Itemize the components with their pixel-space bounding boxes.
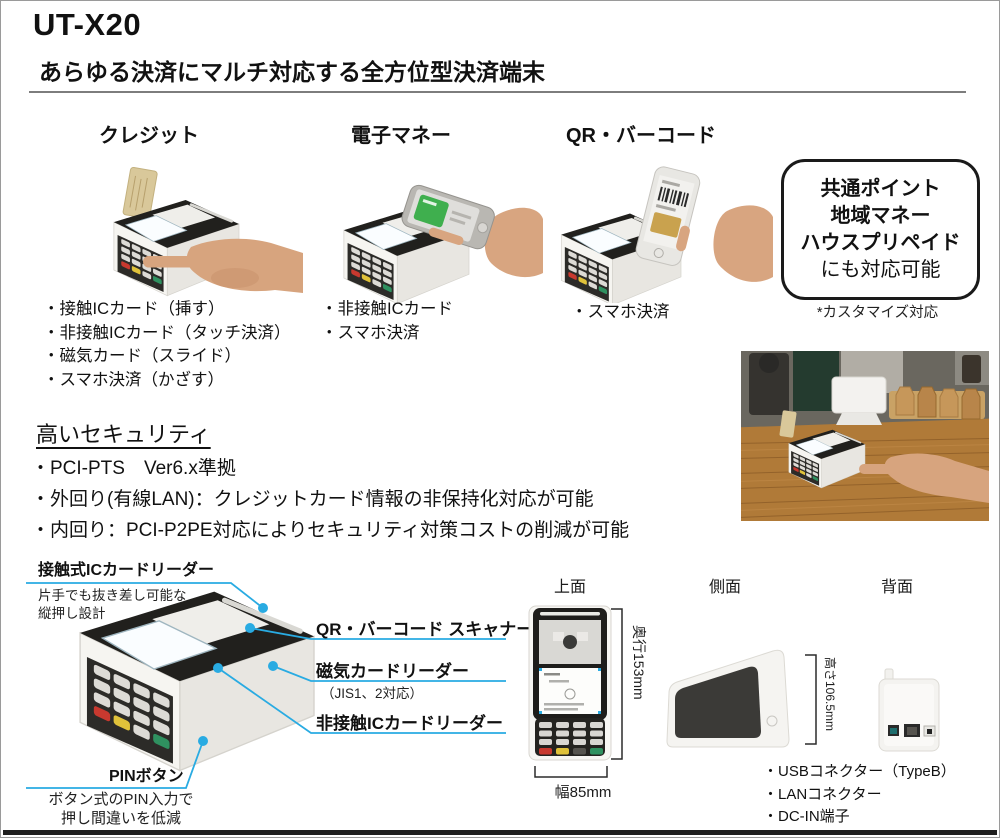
credit-column-header: クレジット	[99, 125, 199, 147]
back-view-label: 背面	[881, 579, 914, 596]
header-rule	[29, 91, 966, 93]
feature-diagram	[26, 582, 506, 789]
pin-button-label: PINボタン	[109, 768, 184, 785]
note-line: 片手でも抜き差し可能な	[38, 588, 187, 603]
page-title: UT-X20	[33, 7, 142, 42]
support-box: 共通ポイント 地域マネー ハウスプリペイド にも対応可能	[781, 159, 980, 300]
emoney-feature-list: ・非接触ICカード ・スマホ決済	[321, 298, 453, 345]
list-item: ・スマホ決済	[321, 323, 420, 342]
list-item: ・LANコネクター	[763, 785, 882, 803]
contactless-reader-label: 非接触ICカードリーダー	[316, 714, 503, 733]
list-item: ・非接触ICカード（タッチ決済）	[43, 323, 291, 342]
security-list: ・PCI-PTS Ver6.x準拠 ・外回り(有線LAN)：クレジットカード情報…	[31, 453, 629, 546]
list-item: ・PCI-PTS Ver6.x準拠	[31, 458, 236, 479]
list-item: ・USBコネクター（TypeB）	[763, 763, 956, 780]
contact-ic-reader-note: 片手でも抜き差し可能な 縦押し設計	[38, 587, 187, 623]
note-line: 縦押し設計	[38, 606, 106, 621]
callout-dots	[198, 603, 278, 746]
customize-note: *カスタマイズ対応	[816, 305, 939, 321]
emoney-column-header: 電子マネー	[351, 125, 451, 147]
back-view-drawing	[878, 668, 940, 752]
list-item: ・磁気カード（スライド）	[43, 347, 241, 365]
height-dimension: 高さ106.5mm	[823, 657, 837, 732]
mag-reader-label: 磁気カードリーダー	[316, 662, 469, 681]
note-line: 押し間違いを低減	[60, 810, 181, 827]
credit-terminal-illustration	[112, 166, 303, 298]
pin-button-note: ボタン式のPIN入力で 押し間違いを低減	[41, 790, 201, 828]
support-box-line2: 地域マネー	[830, 204, 931, 227]
qr-terminal-illustration	[560, 166, 773, 303]
support-box-line1: 共通ポイント	[820, 177, 941, 200]
list-item: ・DC-IN端子	[763, 808, 850, 825]
mag-reader-note: （JIS1、2対応）	[321, 686, 424, 701]
support-box-line3: ハウスプリペイド	[800, 231, 961, 254]
credit-feature-list: ・接触ICカード（挿す） ・非接触ICカード（タッチ決済） ・磁気カード（スライ…	[43, 298, 291, 392]
cafe-photo	[741, 351, 989, 521]
list-item: ・接触ICカード（挿す）	[43, 300, 225, 318]
depth-dimension: 奥行153mm	[631, 625, 647, 700]
list-item: ・スマホ決済	[571, 303, 670, 321]
contact-ic-reader-label: 接触式ICカードリーダー	[38, 562, 215, 579]
note-line: ボタン式のPIN入力で	[48, 791, 194, 808]
list-item: ・外回り(有線LAN)：クレジットカード情報の非保持化対応が可能	[31, 489, 594, 510]
list-item: ・非接触ICカード	[321, 300, 453, 318]
top-view-label: 上面	[554, 579, 587, 596]
emoney-terminal-illustration	[342, 184, 543, 303]
qr-column-header: QR・バーコード	[566, 125, 716, 147]
side-view-label: 側面	[709, 579, 742, 596]
qr-feature-list: ・スマホ決済	[571, 301, 670, 325]
qr-scanner-label: QR・バーコード スキャナー	[316, 620, 534, 639]
list-item: ・内回り：PCI-P2PE対応によりセキュリティ対策コストの削減が可能	[31, 520, 630, 541]
footer-rule	[3, 830, 997, 835]
connector-list: ・USBコネクター（TypeB） ・LANコネクター ・DC-IN端子	[763, 761, 956, 829]
top-view-drawing	[528, 605, 623, 778]
width-dimension: 幅85mm	[554, 784, 612, 801]
list-item: ・スマホ決済（かざす）	[43, 370, 225, 389]
page-subtitle: あらゆる決済にマルチ対応する全方位型決済端末	[39, 59, 545, 85]
side-view-drawing	[666, 649, 817, 748]
support-box-line4: にも対応可能	[820, 258, 941, 281]
security-heading: 高いセキュリティ	[36, 422, 211, 447]
